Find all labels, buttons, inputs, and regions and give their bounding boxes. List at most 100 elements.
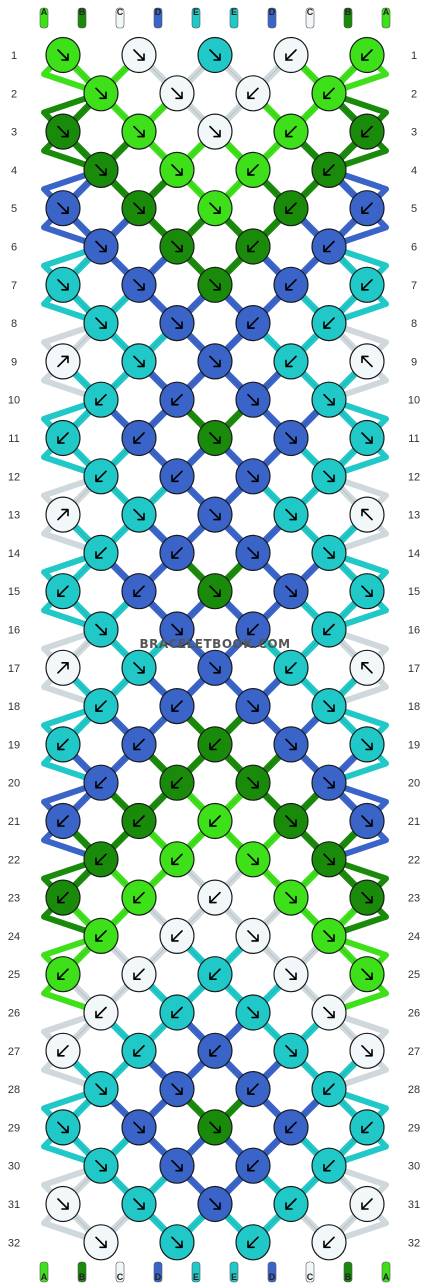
knot [45,343,81,380]
knot-arrow-icon [323,1236,335,1249]
knot [197,496,233,533]
knot-arrow-icon [133,585,145,598]
strand-label-a: A [383,7,390,17]
knot-arrow-icon [171,470,183,483]
knot-arrow-icon [209,202,221,214]
knot-arrow-icon [57,508,69,521]
knot-arrow-icon [361,585,373,598]
knot-arrow-icon [361,1121,373,1134]
knot-arrow-icon [133,125,145,138]
knot [45,1185,81,1223]
knot-arrow-icon [285,1198,297,1210]
knot [83,458,119,495]
row-number-left: 26 [8,1008,20,1020]
knot [311,75,347,112]
knot-arrow-icon [247,547,259,559]
knot-arrow-icon [361,355,373,368]
knot [121,36,157,74]
knot-arrow-icon [247,700,259,712]
strand-tab-b [77,1261,87,1283]
knot-arrow-icon [323,87,335,100]
knot [159,381,195,418]
knot-arrow-icon [133,815,145,827]
knot-arrow-icon [57,968,69,981]
knot [83,1070,119,1108]
knot [83,1224,119,1261]
strand-label-c: C [307,7,314,17]
knot-arrow-icon [171,1083,183,1095]
knot-arrow-icon [361,432,373,444]
knot [83,534,119,572]
knot-arrow-icon [247,393,259,406]
strand-label-e: E [193,1272,199,1282]
knot [159,1070,195,1108]
knot-arrow-icon [361,202,373,214]
strand-label-b: B [345,7,352,17]
knot [311,151,347,188]
knot-arrow-icon [209,661,221,674]
knot [197,113,233,150]
knot-arrow-icon [247,623,259,636]
row-number-right: 8 [411,318,417,330]
row-number-right: 6 [411,242,417,254]
row-number-left: 17 [8,663,20,675]
knot-arrow-icon [171,1236,183,1249]
knot-arrow-icon [247,317,259,329]
knot-arrow-icon [57,355,69,368]
row-number-left: 18 [8,701,20,713]
knot [273,649,309,686]
knot [83,917,119,955]
knot [83,611,119,648]
row-number-right: 29 [408,1122,420,1134]
knot [235,1147,271,1184]
knot [121,573,157,610]
knot-arrow-icon [323,1006,335,1019]
knot [273,343,309,380]
strand-tab-c [305,1261,315,1283]
knot-arrow-icon [285,1121,297,1134]
knot-arrow-icon [133,508,145,521]
row-number-right: 31 [408,1199,420,1211]
row-number-left: 7 [11,280,17,292]
knot [121,266,157,303]
row-number-right: 23 [408,893,420,905]
row-number-left: 10 [8,395,20,407]
knot [197,419,233,457]
knot-arrow-icon [361,968,373,981]
row-number-left: 4 [11,165,17,177]
strand-tab-d [267,1261,277,1283]
knot-arrow-icon [57,278,69,291]
strand-tab-d [267,7,277,29]
row-number-right: 19 [408,739,420,751]
knot-arrow-icon [285,1045,297,1057]
knot-arrow-icon [95,1083,107,1095]
knot-arrow-icon [95,87,107,100]
knot-arrow-icon [133,968,145,981]
knot [311,228,347,265]
knot [235,687,271,725]
knot [273,496,309,533]
knot-arrow-icon [247,470,259,483]
row-number-right: 32 [408,1237,420,1249]
row-number-right: 18 [408,701,420,713]
knot-arrow-icon [171,317,183,329]
knot-arrow-icon [323,547,335,559]
knot-arrow-icon [133,1198,145,1210]
knot [311,611,347,648]
knot-arrow-icon [247,1006,259,1019]
knot [349,113,385,150]
knot [273,956,309,993]
knot [159,151,195,188]
knot [235,764,271,801]
knot-arrow-icon [247,1159,259,1172]
knot-arrow-icon [57,891,69,904]
row-number-left: 24 [8,931,20,943]
knot [197,1109,233,1146]
strand-tab-a [381,1261,391,1283]
knot [159,458,195,495]
knot [45,573,81,610]
knot [45,36,81,74]
knot [197,573,233,610]
knot [311,381,347,418]
